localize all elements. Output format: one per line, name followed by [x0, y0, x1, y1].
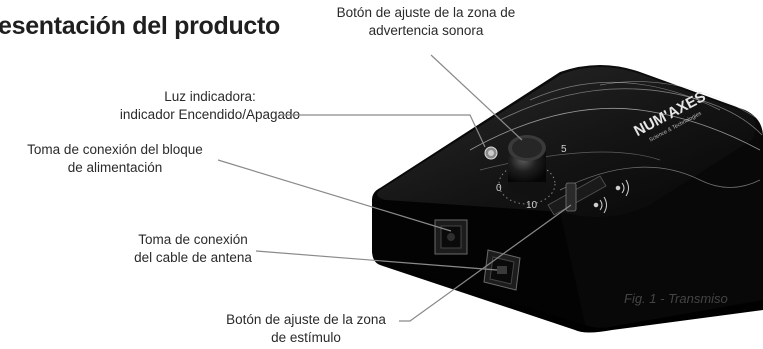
section-title: esentación del producto — [0, 12, 281, 40]
leader-sound-zone-button — [430, 54, 523, 141]
leader-stimulus-button — [399, 204, 572, 322]
label-stimulus-button: Botón de ajuste de la zona de estímulo — [206, 311, 406, 347]
label-power-socket: Toma de conexión del bloque de alimentac… — [0, 141, 230, 177]
antenna-socket — [483, 249, 521, 291]
label-stimulus-button-line2: de estímulo — [271, 330, 341, 345]
leader-lines — [217, 54, 572, 322]
dial-mark-min: 0 — [496, 183, 502, 194]
label-indicator-light: Luz indicadora: indicador Encendido/Apag… — [110, 88, 310, 124]
label-sound-zone-button: Botón de ajuste de la zona de advertenci… — [336, 5, 516, 38]
power-socket — [434, 219, 468, 255]
device-body — [372, 65, 763, 333]
label-stimulus-button-line1: Botón de ajuste de la zona — [226, 312, 386, 327]
label-power-socket-line1: Toma de conexión del bloque — [27, 142, 203, 157]
stimulus-slider[interactable] — [547, 175, 607, 216]
dial-mark-max: 10 — [526, 200, 538, 211]
sound-zone-knob[interactable] — [508, 135, 546, 195]
label-power-socket-line2: de alimentación — [67, 160, 163, 175]
leader-indicator-light — [281, 114, 486, 148]
leader-antenna-socket — [255, 250, 498, 271]
label-antenna-socket: Toma de conexión del cable de antena — [108, 231, 278, 267]
label-antenna-socket-line1: Toma de conexión — [138, 232, 248, 247]
dial-mark-mid: 5 — [561, 144, 567, 155]
label-indicator-light-line1: Luz indicadora: — [164, 89, 256, 104]
label-antenna-socket-line2: del cable de antena — [134, 250, 252, 265]
label-indicator-light-line2: indicador Encendido/Apagado — [119, 107, 301, 122]
wave-icon — [593, 179, 629, 214]
figure-caption: Fig. 1 - Transmiso — [624, 291, 728, 306]
leader-power-socket — [217, 159, 452, 232]
